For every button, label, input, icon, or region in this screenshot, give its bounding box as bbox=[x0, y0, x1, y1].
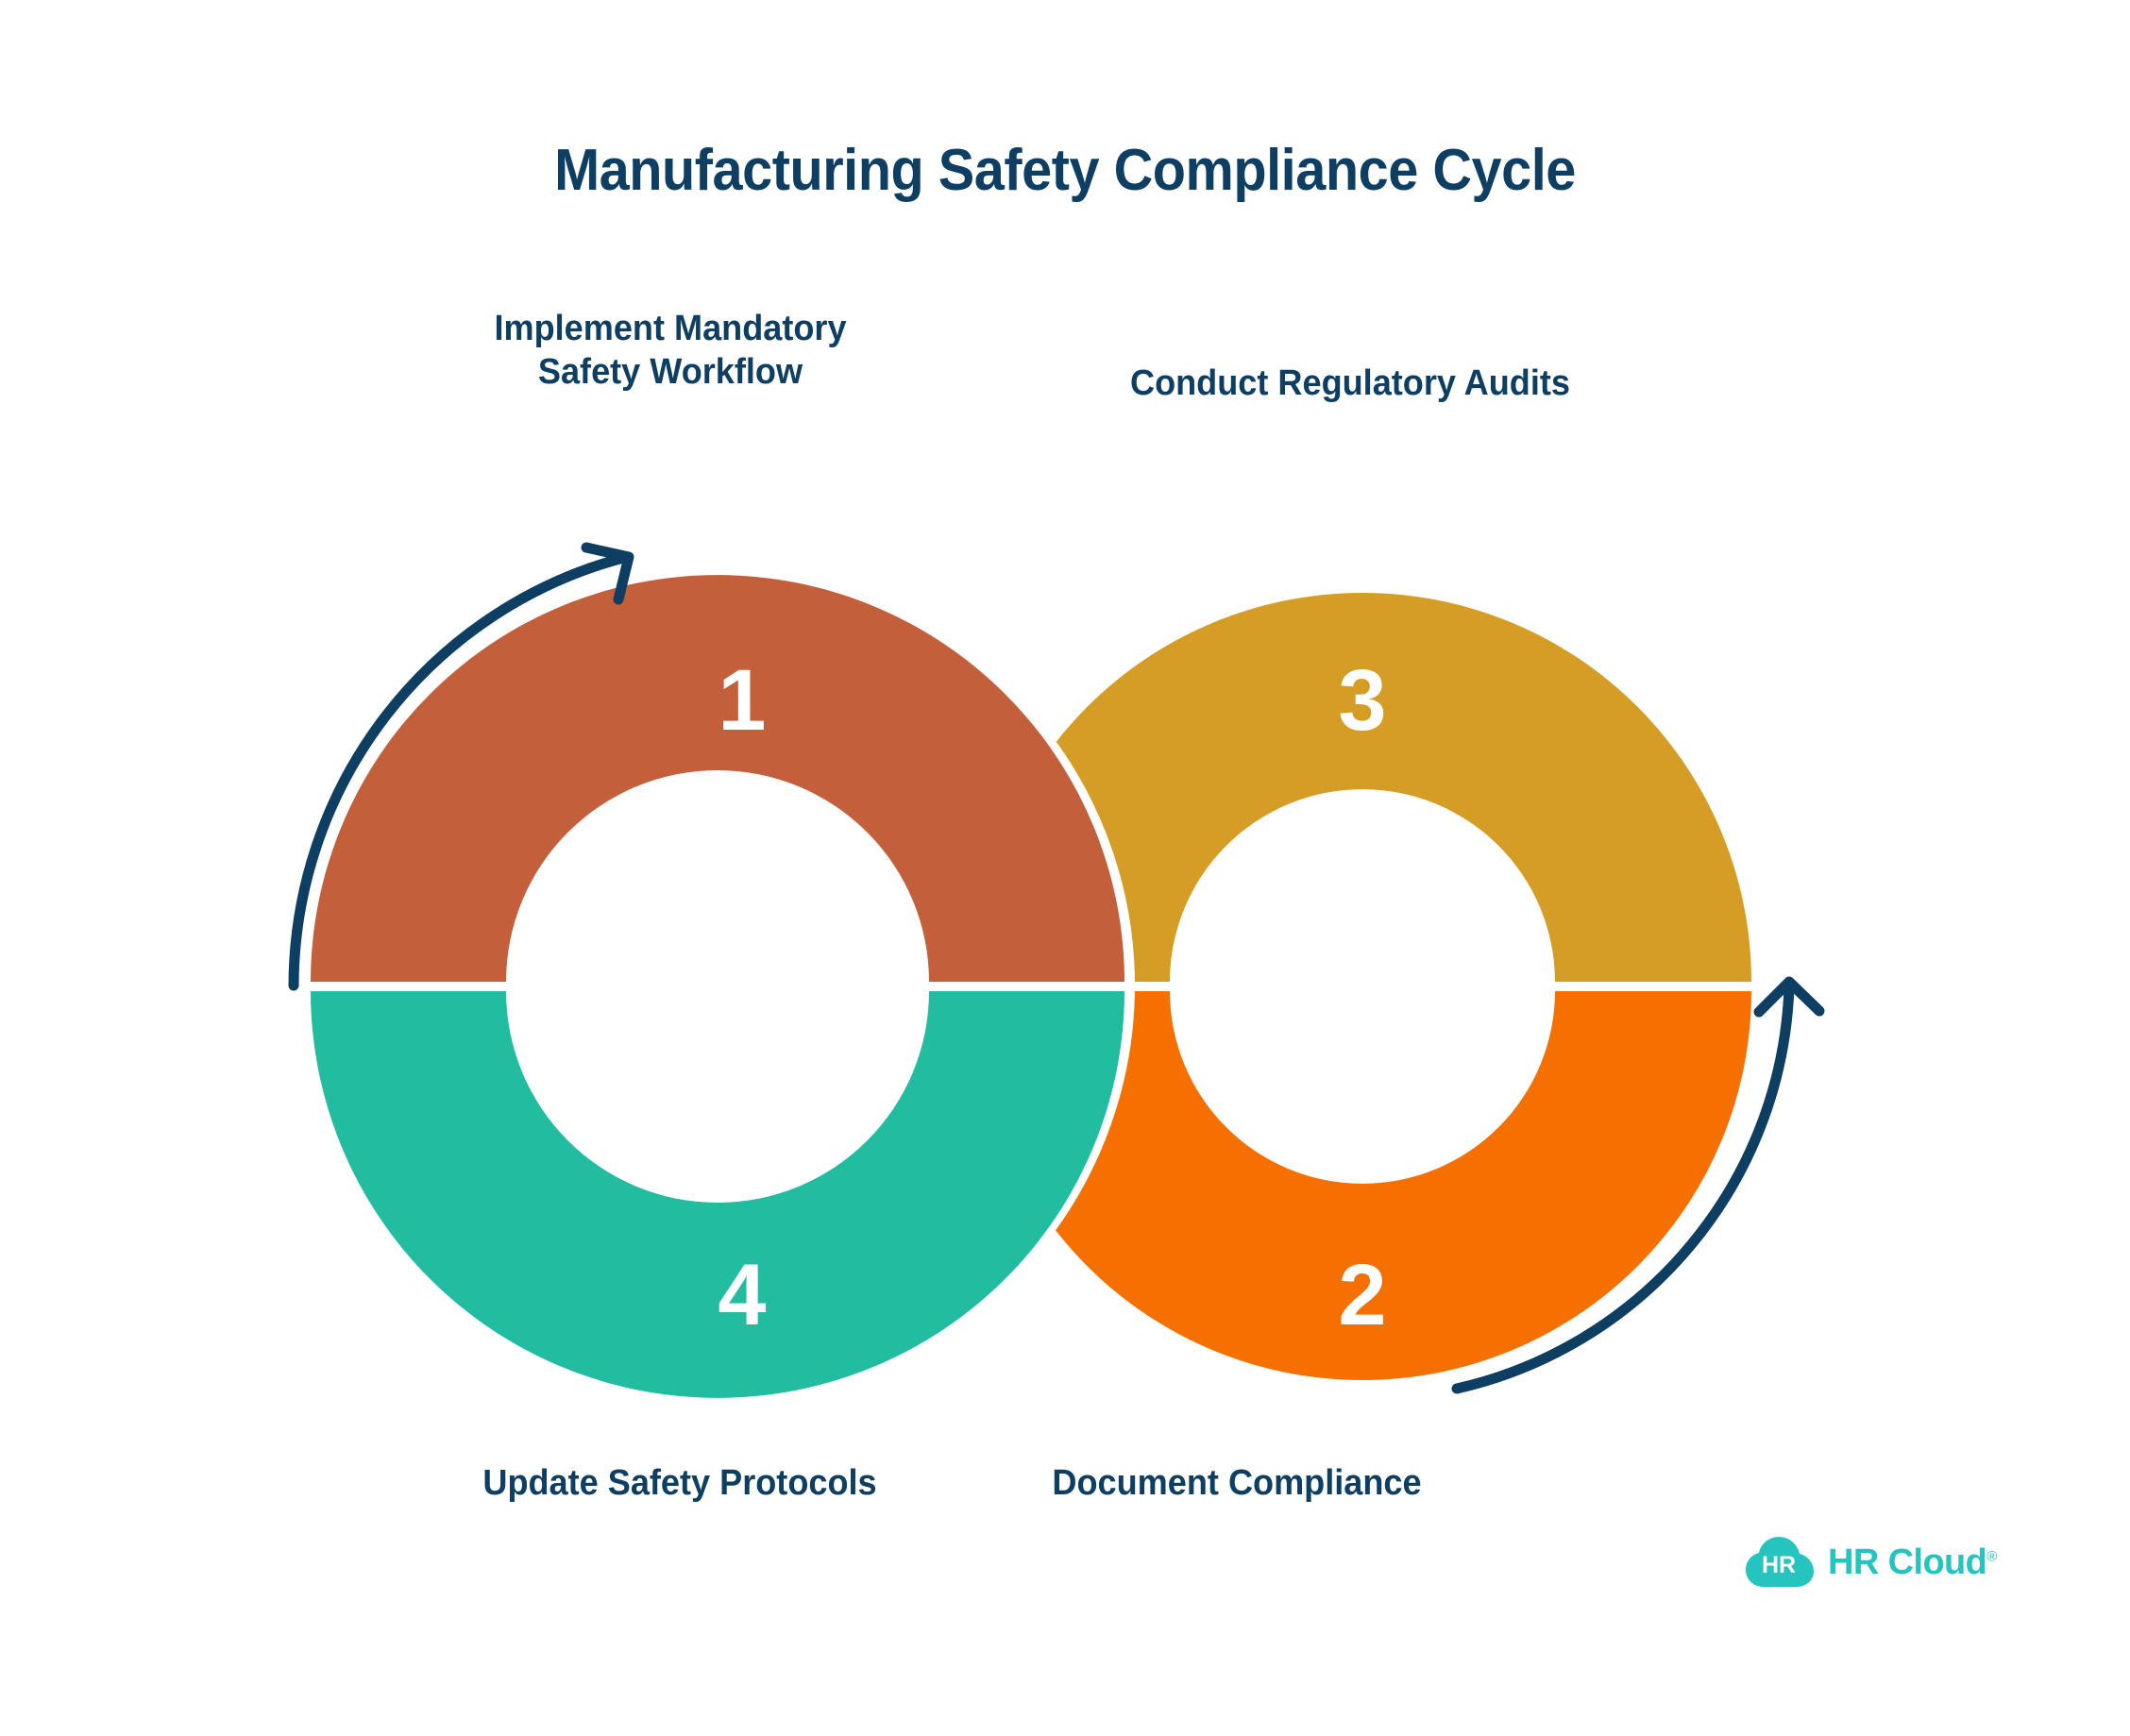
segment-number-1: 1 bbox=[718, 652, 766, 749]
left-flow-arrow-shaft bbox=[288, 552, 629, 991]
segment-3-arc[interactable] bbox=[973, 593, 1751, 982]
page-title: Manufacturing Safety Compliance Cycle bbox=[554, 138, 1576, 203]
segment-1-arc[interactable] bbox=[311, 575, 1124, 982]
brand-wordmark-text: HR Cloud bbox=[1828, 1542, 1987, 1582]
cloud-icon-label: HR bbox=[1762, 1552, 1796, 1578]
stage-label-conduct-regulatory-audits: Conduct Regulatory Audits bbox=[1130, 363, 1570, 403]
right-flow-arrow-shaft bbox=[1451, 981, 1795, 1394]
left-flow-arrow bbox=[288, 542, 634, 991]
registered-trademark-symbol: ® bbox=[1986, 1547, 1997, 1564]
right-flow-arrow bbox=[1451, 976, 1825, 1394]
segment-number-2: 2 bbox=[1338, 1247, 1386, 1343]
stage-label-implement-mandatory-safety-workflow: Implement Mandatory Safety Workflow bbox=[494, 309, 847, 393]
segment-number-3: 3 bbox=[1338, 652, 1386, 749]
segment-4-arc[interactable] bbox=[311, 991, 1124, 1398]
cloud-icon: HR bbox=[1745, 1536, 1815, 1589]
brand-wordmark: HR Cloud® bbox=[1828, 1542, 1997, 1583]
left-flow-arrow-head bbox=[581, 542, 634, 605]
hr-cloud-logo[interactable]: HR HR Cloud® bbox=[1745, 1529, 1997, 1595]
stage-label-document-compliance: Document Compliance bbox=[1052, 1463, 1422, 1503]
segment-2-arc[interactable] bbox=[973, 991, 1751, 1380]
stage-label-update-safety-protocols: Update Safety Protocols bbox=[482, 1463, 877, 1503]
right-flow-arrow-head bbox=[1753, 976, 1825, 1018]
segment-number-4: 4 bbox=[718, 1247, 766, 1343]
